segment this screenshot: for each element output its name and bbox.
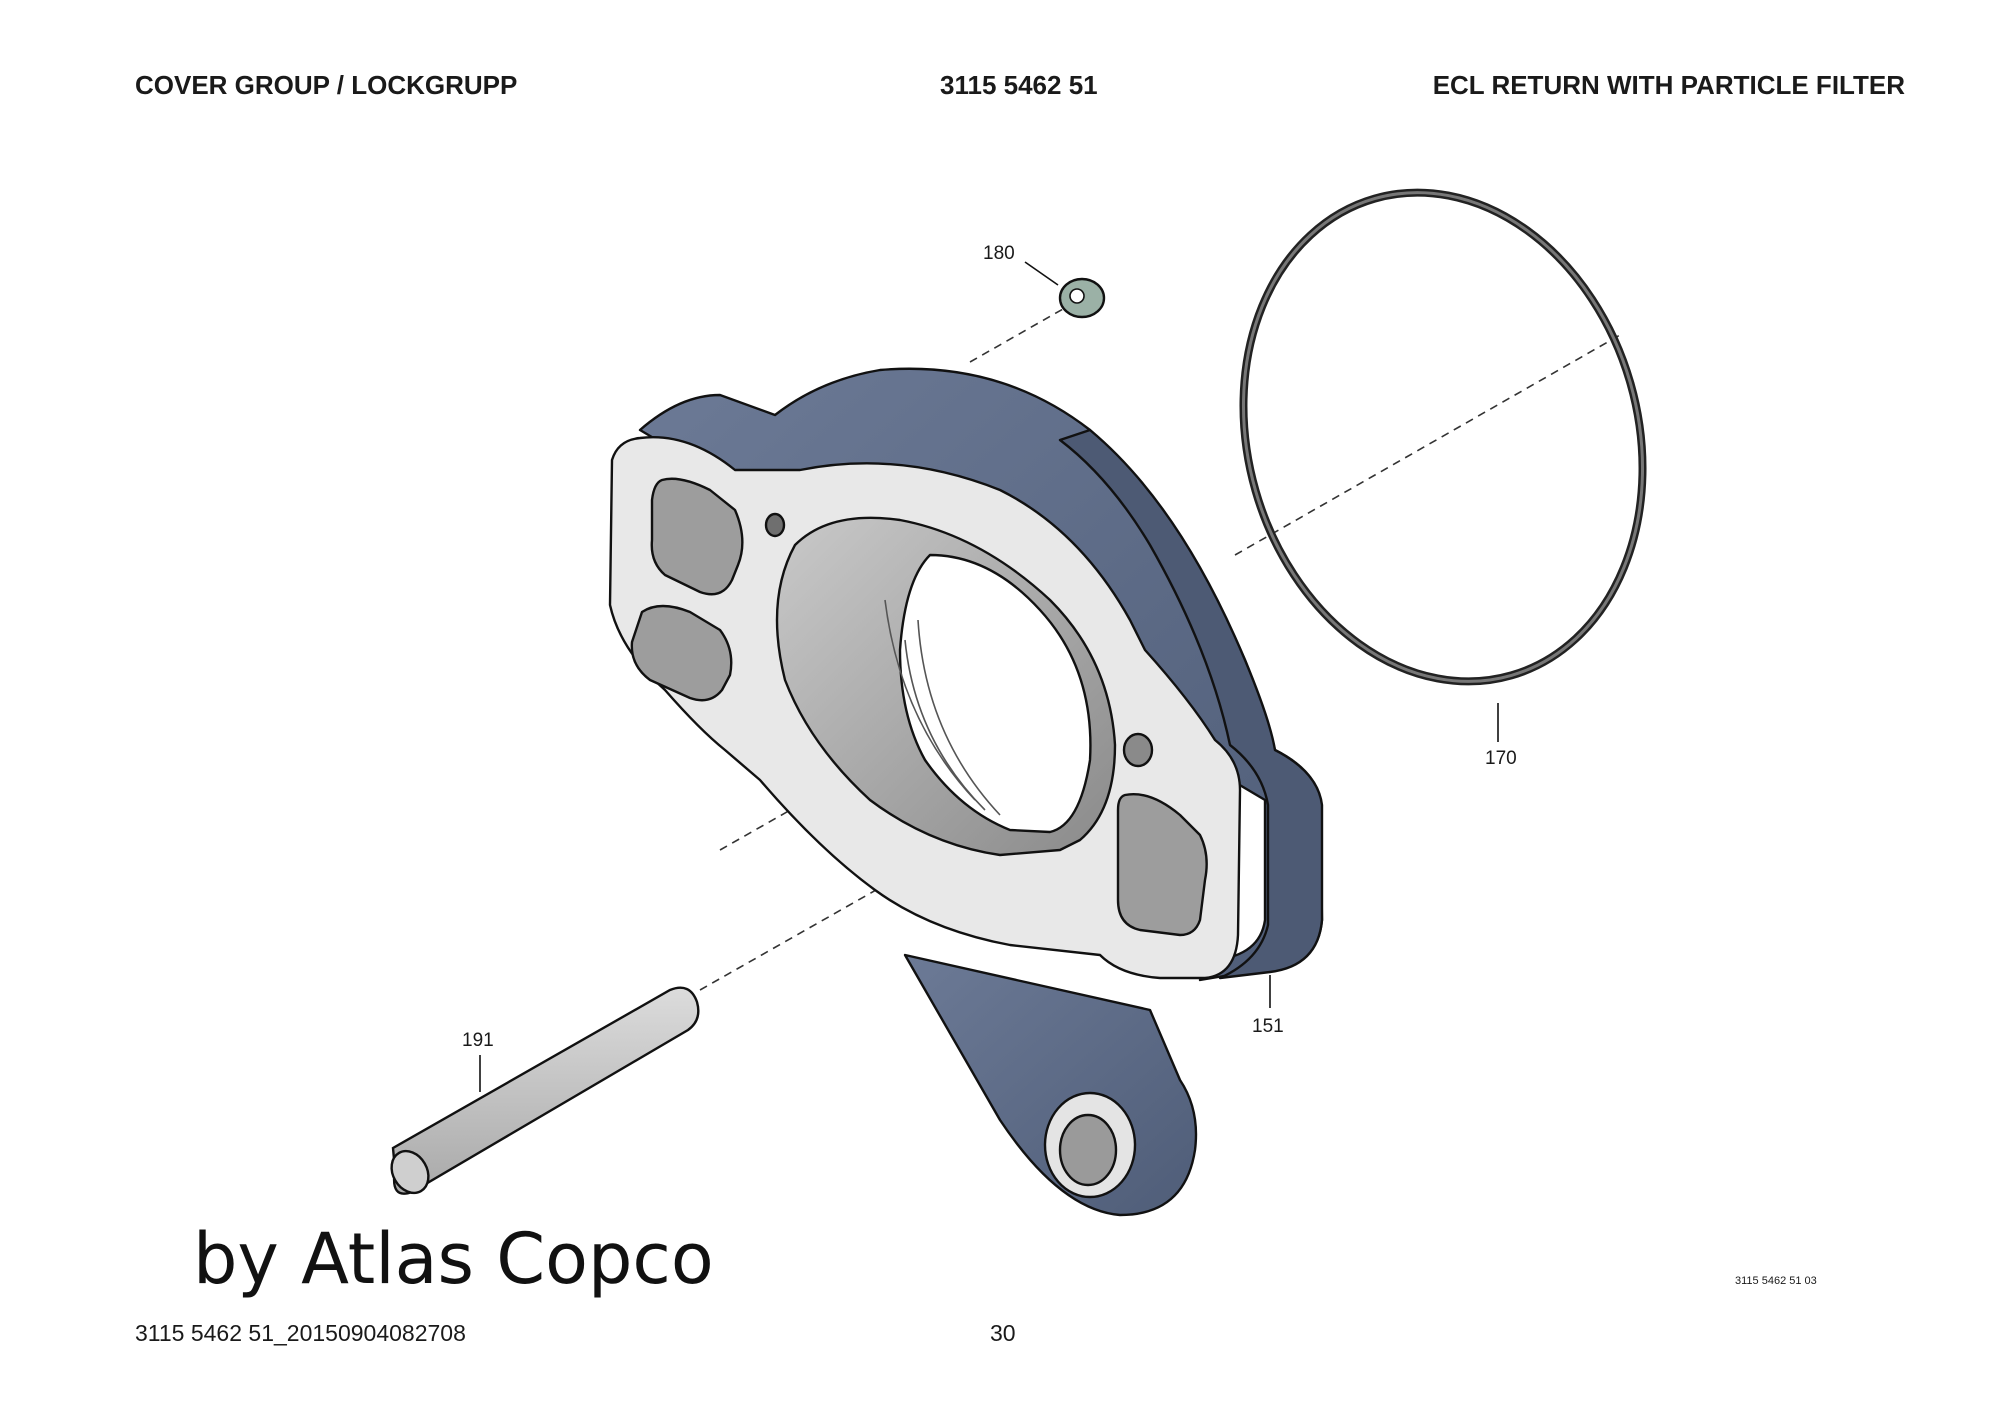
axis-line-washer bbox=[969, 304, 1071, 363]
brand-watermark: by Atlas Copco bbox=[193, 1218, 714, 1300]
part-number-header: 3115 5462 51 bbox=[940, 70, 1098, 100]
document-id: 3115 5462 51_20150904082708 bbox=[135, 1320, 466, 1346]
leader-180 bbox=[1024, 261, 1059, 286]
bore-threads bbox=[884, 599, 1001, 816]
callout-151: 151 bbox=[1252, 1016, 1284, 1037]
leader-lines bbox=[479, 261, 1499, 1092]
callout-180: 180 bbox=[983, 243, 1015, 264]
figure-code: 3115 5462 51 03 bbox=[1735, 1275, 1817, 1287]
axis-line-oring bbox=[1234, 334, 1621, 556]
callout-191: 191 bbox=[462, 1030, 494, 1051]
o-ring-part bbox=[1239, 188, 1647, 686]
bolt-hole-right bbox=[1122, 732, 1154, 768]
group-title: COVER GROUP / LOCKGRUPP bbox=[135, 70, 518, 100]
bolt-hole-upper bbox=[764, 512, 786, 538]
washer-part bbox=[1058, 277, 1106, 319]
callout-170: 170 bbox=[1485, 748, 1517, 769]
lug-eye-bore bbox=[1058, 1113, 1118, 1187]
dowel-pin-part bbox=[390, 986, 700, 1195]
housing-back-rim bbox=[1058, 428, 1324, 980]
housing-lug bbox=[903, 953, 1198, 1217]
page-number: 30 bbox=[990, 1320, 1016, 1346]
assembly-description: ECL RETURN WITH PARTICLE FILTER bbox=[1432, 70, 1905, 100]
cavity-right bbox=[1116, 793, 1208, 937]
cavity-upper-left bbox=[650, 477, 744, 596]
cover-housing-part bbox=[608, 367, 1324, 1217]
cavity-lower-left bbox=[630, 604, 733, 702]
